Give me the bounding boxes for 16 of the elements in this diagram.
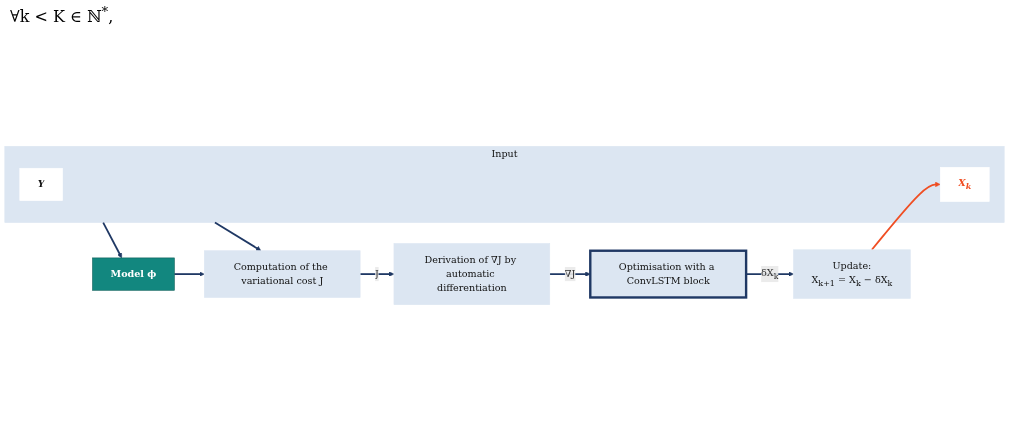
node-box: Computation of the variational cost J (204, 250, 361, 298)
node-box: Model ϕ (92, 257, 175, 291)
edge-label: ∇J (564, 268, 576, 280)
condition-text: ∀k < K ∈ ℕ$^{*}$, (10, 4, 114, 27)
edge-label: J (375, 268, 379, 280)
arrow (359, 271, 395, 277)
node-box: Y (19, 167, 63, 201)
arrow (102, 221, 122, 259)
node-box: Update: X$_{k+1}$ = X$_{k}$ − δX$_{k}$ (793, 249, 911, 299)
node-box: Derivation of ∇J by automatic differentiation (393, 243, 551, 305)
arrow (173, 271, 205, 277)
arrow (214, 221, 262, 251)
arrow (870, 181, 941, 251)
node-box: Optimisation with a ConvLSTM block (589, 249, 748, 299)
node-box: X$_{k}$ (939, 167, 990, 202)
edge-label: δX$_{k}$ (761, 267, 779, 281)
